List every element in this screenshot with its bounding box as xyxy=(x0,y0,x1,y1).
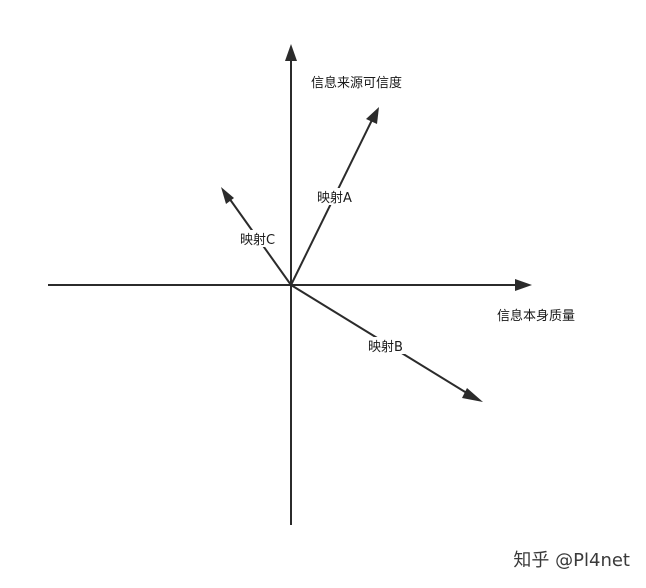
x-axis-arrowhead xyxy=(515,279,532,291)
vector-c-label: 映射C xyxy=(240,232,275,248)
x-axis-label: 信息本身质量 xyxy=(497,308,575,324)
vector-a-label-bg xyxy=(315,188,355,205)
vector-a-arrowhead xyxy=(366,107,379,124)
vector-b-label-bg xyxy=(366,337,406,354)
y-axis-arrowhead xyxy=(285,44,297,61)
y-axis xyxy=(285,44,297,525)
x-axis xyxy=(48,279,532,291)
vector-c-arrowhead xyxy=(221,187,234,204)
vector-a-label: 映射A xyxy=(317,190,352,206)
vector-c-label-bg xyxy=(238,230,278,247)
y-axis-label: 信息来源可信度 xyxy=(311,75,402,91)
watermark: 知乎 @Pl4net xyxy=(513,550,630,571)
vector-b-arrowhead xyxy=(462,388,483,402)
vector-b-label: 映射B xyxy=(368,339,403,355)
